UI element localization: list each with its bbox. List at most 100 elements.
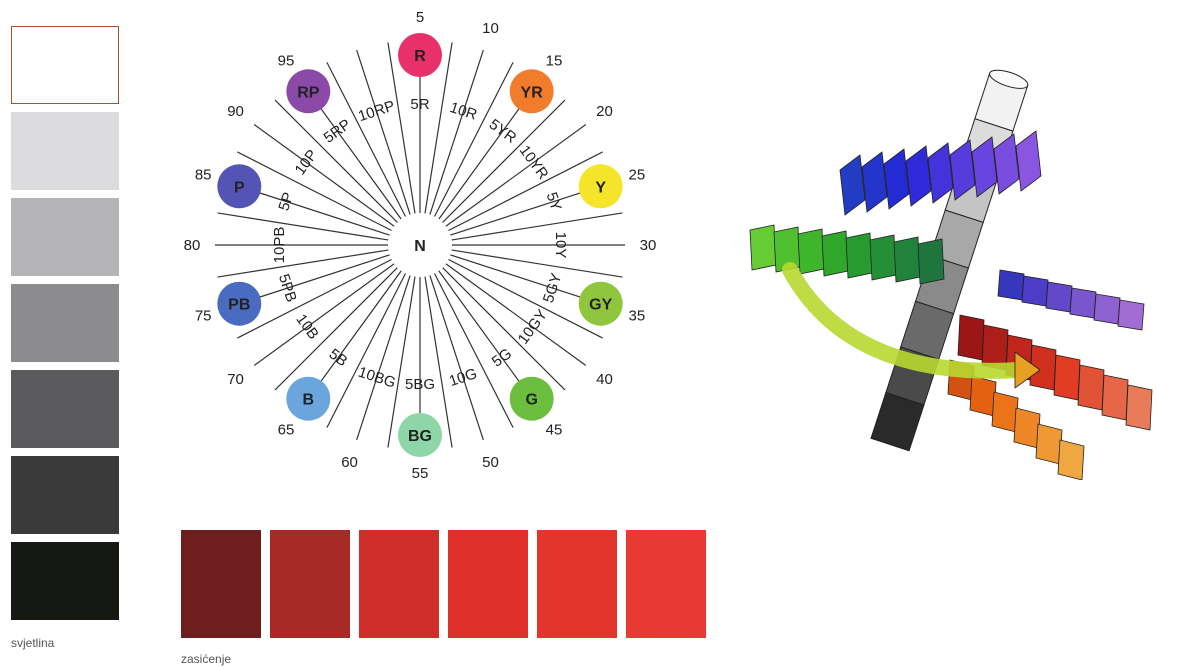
hue-name-label: 10PB — [271, 227, 288, 264]
value-axis-segment — [870, 392, 925, 452]
hue-number-label: 80 — [184, 237, 201, 254]
hue-circle-label: RP — [297, 84, 320, 101]
blue-chip — [839, 154, 866, 216]
wheel-spoke — [424, 42, 453, 216]
saturation-swatch — [448, 530, 528, 638]
saturation-swatch — [537, 530, 617, 638]
lightness-swatch — [11, 112, 119, 190]
hue-number-label: 50 — [482, 454, 499, 471]
blue-chip — [927, 142, 954, 204]
hue-circle — [578, 281, 623, 326]
hue-name-label: 10G — [447, 365, 479, 390]
blue-chip — [861, 151, 888, 213]
hue-name-label: 10GY — [515, 306, 551, 347]
hue-name-label: 5YR — [486, 116, 520, 147]
wheel-spoke — [217, 249, 391, 278]
hue-name-label: 10R — [448, 99, 480, 124]
blue-chip — [1015, 130, 1042, 192]
hue-circle-label: YR — [521, 84, 544, 101]
hue-number-label: 35 — [628, 307, 645, 324]
hue-arrow-head — [1014, 351, 1041, 389]
saturation-caption: zasićenje — [181, 652, 232, 666]
hue-number-label: 90 — [227, 103, 244, 120]
blue-chip — [993, 133, 1020, 195]
hue-number-label: 10 — [482, 20, 499, 37]
hue-name-label: 10Y — [552, 232, 569, 259]
hue-circle-label: R — [414, 48, 426, 65]
wheel-spoke — [433, 62, 514, 219]
hue-circle — [286, 69, 331, 114]
hue-number-label: 45 — [546, 421, 563, 438]
hue-circle — [286, 376, 331, 421]
green-chip — [821, 230, 849, 277]
hue-circle — [398, 33, 442, 77]
green-chip — [893, 236, 921, 283]
lightness-caption: svjetlina — [11, 636, 55, 650]
wheel-spoke — [446, 258, 603, 339]
hue-number-label: 75 — [195, 307, 212, 324]
lightness-swatch — [11, 456, 119, 534]
hue-name-label: 10BG — [356, 364, 398, 392]
purple-chip — [1045, 281, 1073, 313]
wheel-spoke — [356, 49, 412, 217]
hue-number-label: 95 — [278, 53, 295, 70]
wheel-spoke — [237, 151, 394, 232]
red-chip — [957, 314, 985, 361]
axis-top — [989, 69, 1029, 89]
purple-chip — [1093, 293, 1121, 325]
red-chip — [1077, 364, 1105, 411]
hue-number-label: 70 — [227, 371, 244, 388]
hue-number-label: 25 — [628, 167, 645, 184]
hue-name-label: 10RP — [356, 97, 397, 125]
green-chip — [749, 224, 777, 271]
orange-chip — [1013, 407, 1041, 449]
saturation-swatch — [626, 530, 706, 638]
orange-chip — [1035, 423, 1063, 465]
purple-chip — [1021, 275, 1049, 307]
wheel-spoke — [274, 265, 400, 391]
hue-circle-label: BG — [408, 428, 432, 445]
hue-circle — [217, 281, 262, 326]
hue-circle — [509, 69, 554, 114]
hue-circle-label: PB — [228, 297, 250, 314]
wheel-spoke — [433, 271, 514, 428]
wheel-spoke — [326, 271, 407, 428]
saturation-swatch — [181, 530, 261, 638]
green-chip — [917, 238, 945, 285]
hue-circle — [398, 413, 442, 457]
orange-chip — [1057, 439, 1085, 480]
hue-name-label: 5GY — [540, 271, 565, 305]
wheel-spoke — [449, 212, 623, 241]
hue-number-label: 15 — [546, 53, 563, 70]
hue-circle-label: G — [525, 392, 537, 409]
hue-circle — [217, 164, 262, 209]
orange-chip — [969, 375, 997, 417]
hue-number-label: 85 — [195, 167, 212, 184]
hue-name-label: 5R — [410, 96, 429, 113]
orange-chip — [991, 391, 1019, 433]
hue-name-label: 10B — [292, 311, 321, 343]
red-chip — [1125, 384, 1153, 431]
green-chip — [845, 232, 873, 279]
blue-chip — [883, 148, 910, 210]
lightness-swatch — [11, 542, 119, 620]
wheel-spoke — [274, 99, 400, 225]
red-chip — [1101, 374, 1129, 421]
hue-number-label: 55 — [412, 465, 429, 482]
saturation-swatch — [359, 530, 439, 638]
saturation-swatch — [270, 530, 350, 638]
lightness-swatch — [11, 370, 119, 448]
hue-circle-label: P — [234, 179, 245, 196]
hue-number-label: 20 — [596, 103, 613, 120]
hue-circle-label: GY — [589, 297, 612, 314]
purple-chip — [1069, 287, 1097, 319]
purple-chip — [997, 269, 1025, 301]
hue-name-label: 5B — [326, 346, 351, 371]
wheel-spoke — [443, 124, 587, 228]
wheel-spoke — [440, 99, 566, 225]
neutral-label: N — [414, 238, 426, 255]
wheel-spoke — [253, 262, 397, 366]
hue-arrow — [782, 262, 1028, 379]
wheel-spoke — [446, 151, 603, 232]
